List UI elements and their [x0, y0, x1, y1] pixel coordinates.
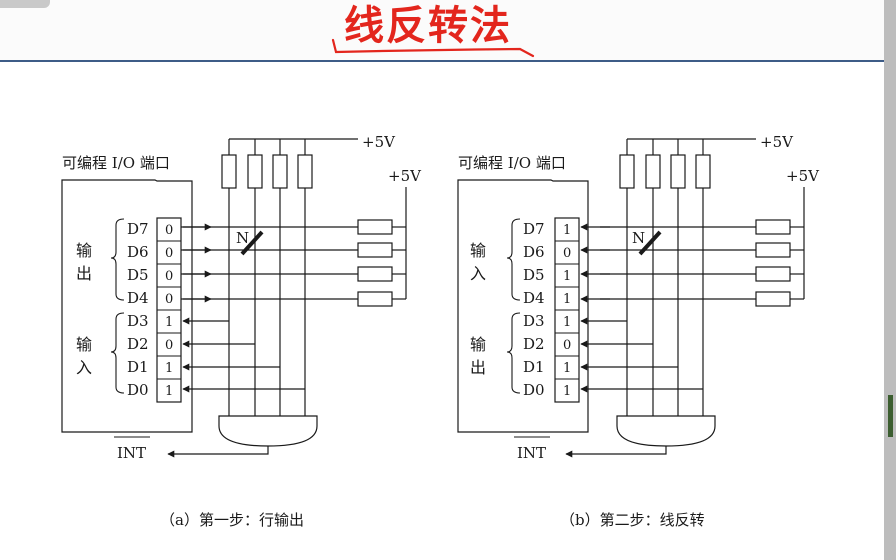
column-pullups [221, 139, 313, 416]
pressed-key-switch [240, 230, 264, 256]
bit-value: 0 [165, 246, 173, 261]
title-rule [0, 60, 884, 62]
row-arrows [580, 223, 610, 303]
brace-lower [506, 312, 521, 394]
direction-label-lower: 出 [470, 358, 486, 377]
port-label: 可编程 I/O 端口 [62, 154, 170, 172]
bit-name: D5 [127, 266, 149, 284]
bit-name: D3 [523, 312, 545, 330]
int-label: INT [517, 444, 546, 462]
column-pullups [619, 139, 711, 416]
direction-label-lower: 输 [76, 335, 92, 354]
node-label: N [632, 229, 645, 247]
bit-name: D1 [523, 358, 545, 376]
bit-name: D4 [127, 289, 149, 307]
bit-value: 0 [165, 269, 173, 284]
row-lines [181, 226, 358, 300]
caption: （b）第二步：线反转 [560, 511, 705, 529]
supply-label-right: +5V [388, 167, 422, 185]
row-pullups [357, 187, 407, 307]
bit-value: 1 [563, 223, 571, 238]
bit-value: 1 [563, 315, 571, 330]
bit-value: 1 [563, 292, 571, 307]
row-pullups [755, 187, 805, 307]
bit-name: D3 [127, 312, 149, 330]
bit-values: 0 0 0 0 1 0 1 1 [165, 223, 173, 399]
row-lines [600, 226, 756, 300]
direction-label-lower: 入 [76, 358, 92, 377]
row-arrows [183, 223, 212, 303]
title-underline [331, 38, 535, 58]
bit-value: 1 [165, 384, 173, 399]
bit-name: D4 [523, 289, 545, 307]
and-gate [218, 415, 318, 447]
bit-value: 0 [165, 338, 173, 353]
caption: （a）第一步：行输出 [160, 511, 304, 529]
column-feedback [580, 317, 703, 393]
bit-value: 0 [563, 246, 571, 261]
bit-value: 1 [165, 361, 173, 376]
bit-name: D0 [523, 381, 545, 399]
bit-name: D6 [523, 243, 545, 261]
right-edge-handle[interactable] [888, 395, 893, 437]
bit-value: 0 [563, 338, 571, 353]
corner-tab [0, 0, 50, 8]
bit-value: 1 [165, 315, 173, 330]
bit-value: 1 [563, 384, 571, 399]
bit-values: 1 0 1 1 1 0 1 1 [563, 223, 571, 399]
column-feedback [182, 317, 305, 393]
supply-label-top: +5V [760, 133, 794, 151]
node-label: N [236, 229, 249, 247]
direction-label-lower: 输 [470, 335, 486, 354]
brace-upper [506, 218, 521, 301]
bit-cells [555, 240, 579, 380]
direction-label-upper: 入 [470, 264, 486, 283]
bit-name: D2 [127, 335, 149, 353]
bit-name: D1 [127, 358, 149, 376]
brace-lower [110, 312, 125, 394]
port-label: 可编程 I/O 端口 [458, 154, 566, 172]
direction-label-upper: 输 [470, 241, 486, 260]
panel-a: 可编程 I/O 端口 D7 D6 D5 D4 D3 D2 D1 D0 0 [61, 133, 422, 529]
bit-name: D7 [127, 220, 149, 238]
bit-value: 1 [563, 269, 571, 284]
bit-name: D7 [523, 220, 545, 238]
int-line [565, 446, 667, 458]
bit-value: 0 [165, 292, 173, 307]
supply-label-top: +5V [362, 133, 396, 151]
bit-names: D7 D6 D5 D4 D3 D2 D1 D0 [127, 220, 149, 399]
panel-b: 可编程 I/O 端口 D7 D6 D5 D4 D3 D2 D1 D0 1 0 1… [457, 133, 820, 529]
bit-names: D7 D6 D5 D4 D3 D2 D1 D0 [523, 220, 545, 399]
int-label: INT [117, 444, 146, 462]
brace-upper [110, 218, 125, 301]
bit-name: D2 [523, 335, 545, 353]
bit-value: 1 [563, 361, 571, 376]
bit-cells [157, 240, 181, 380]
port-box [457, 179, 589, 433]
bit-value: 0 [165, 223, 173, 238]
direction-label-upper: 出 [76, 264, 92, 283]
port-box [61, 179, 193, 433]
slide-title: 线反转法 [344, 3, 512, 49]
direction-label-upper: 输 [76, 241, 92, 260]
int-line [167, 446, 269, 458]
pressed-key-switch [638, 230, 662, 256]
supply-label-right: +5V [786, 167, 820, 185]
and-gate [616, 415, 716, 447]
right-edge-bar [884, 0, 896, 560]
bit-name: D6 [127, 243, 149, 261]
bit-name: D0 [127, 381, 149, 399]
bit-name: D5 [523, 266, 545, 284]
